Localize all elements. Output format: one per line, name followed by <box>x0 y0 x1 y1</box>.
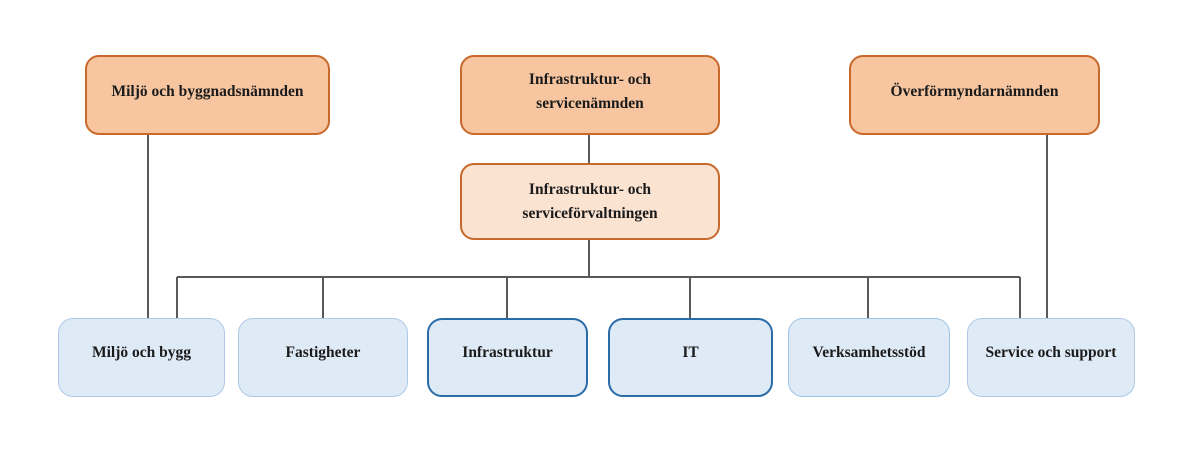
node-it: IT <box>608 318 773 397</box>
node-infrastruktur: Infrastruktur <box>427 318 588 397</box>
node-label: Infrastruktur <box>462 344 553 361</box>
node-fastigheter: Fastigheter <box>238 318 408 397</box>
node-verksamhetsstod: Verksamhetsstöd <box>788 318 950 397</box>
node-label: Miljö och bygg <box>91 344 192 361</box>
node-label: Fastigheter <box>285 344 361 361</box>
node-label: Infrastruktur- och serviceförvaltningen <box>522 180 658 222</box>
node-label: Infrastruktur- och servicenämnden <box>528 71 652 112</box>
node-infrastruktur-och-serviceforvaltningen: Infrastruktur- och serviceförvaltningen <box>460 163 720 240</box>
node-infrastruktur-och-servicenamnden: Infrastruktur- och servicenämnden <box>460 55 720 135</box>
node-label: IT <box>682 344 699 361</box>
node-miljo-och-bygg: Miljö och bygg <box>58 318 225 397</box>
node-miljo-och-byggnadsnamnden: Miljö och byggnadsnämnden <box>85 55 330 135</box>
node-overformyndarnamnden: Överförmyndarnämnden <box>849 55 1100 135</box>
node-label: Service och support <box>985 344 1117 361</box>
node-service-och-support: Service och support <box>967 318 1135 397</box>
node-label: Överförmyndarnämnden <box>890 83 1059 100</box>
node-label: Miljö och byggnadsnämnden <box>111 83 304 100</box>
node-label: Verksamhetsstöd <box>812 344 926 361</box>
